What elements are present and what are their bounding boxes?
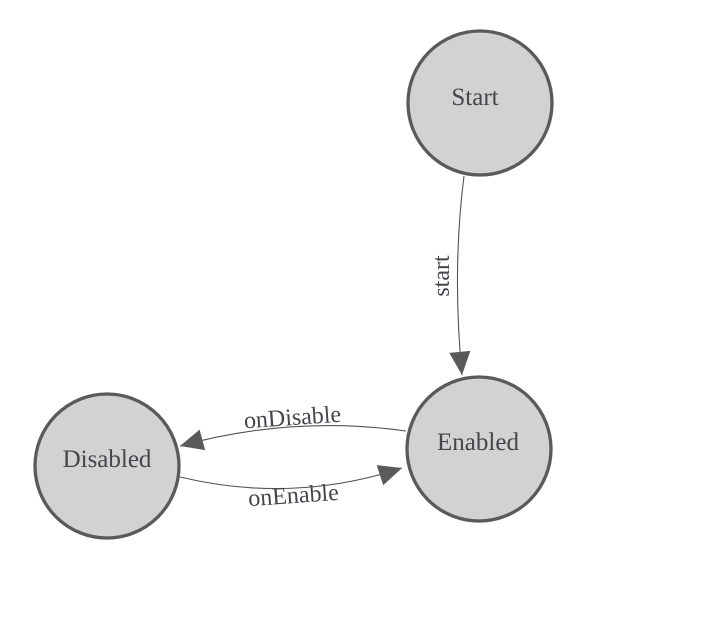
- transition-edge-onenable: onEnable: [179, 465, 403, 512]
- transition-edge-start: start: [429, 175, 471, 376]
- state-circle-start[interactable]: [406, 29, 554, 177]
- state-circle-disabled[interactable]: [33, 392, 181, 540]
- state-node-start[interactable]: Start: [406, 29, 554, 177]
- edge-label-onenable: onEnable: [247, 480, 339, 512]
- transition-edge-ondisable: onDisable: [179, 402, 407, 451]
- edge-line-onenable: [179, 465, 403, 490]
- state-node-enabled[interactable]: Enabled: [405, 375, 553, 523]
- state-label-disabled: Disabled: [63, 446, 152, 473]
- edge-label-ondisable: onDisable: [243, 402, 342, 435]
- edge-label-start: start: [429, 255, 455, 297]
- state-node-disabled[interactable]: Disabled: [33, 392, 181, 540]
- state-circle-enabled[interactable]: [405, 375, 553, 523]
- edge-line-ondisable: [179, 425, 407, 451]
- state-label-start: Start: [451, 84, 498, 111]
- edge-line-start: [449, 175, 471, 376]
- state-label-enabled: Enabled: [437, 429, 519, 456]
